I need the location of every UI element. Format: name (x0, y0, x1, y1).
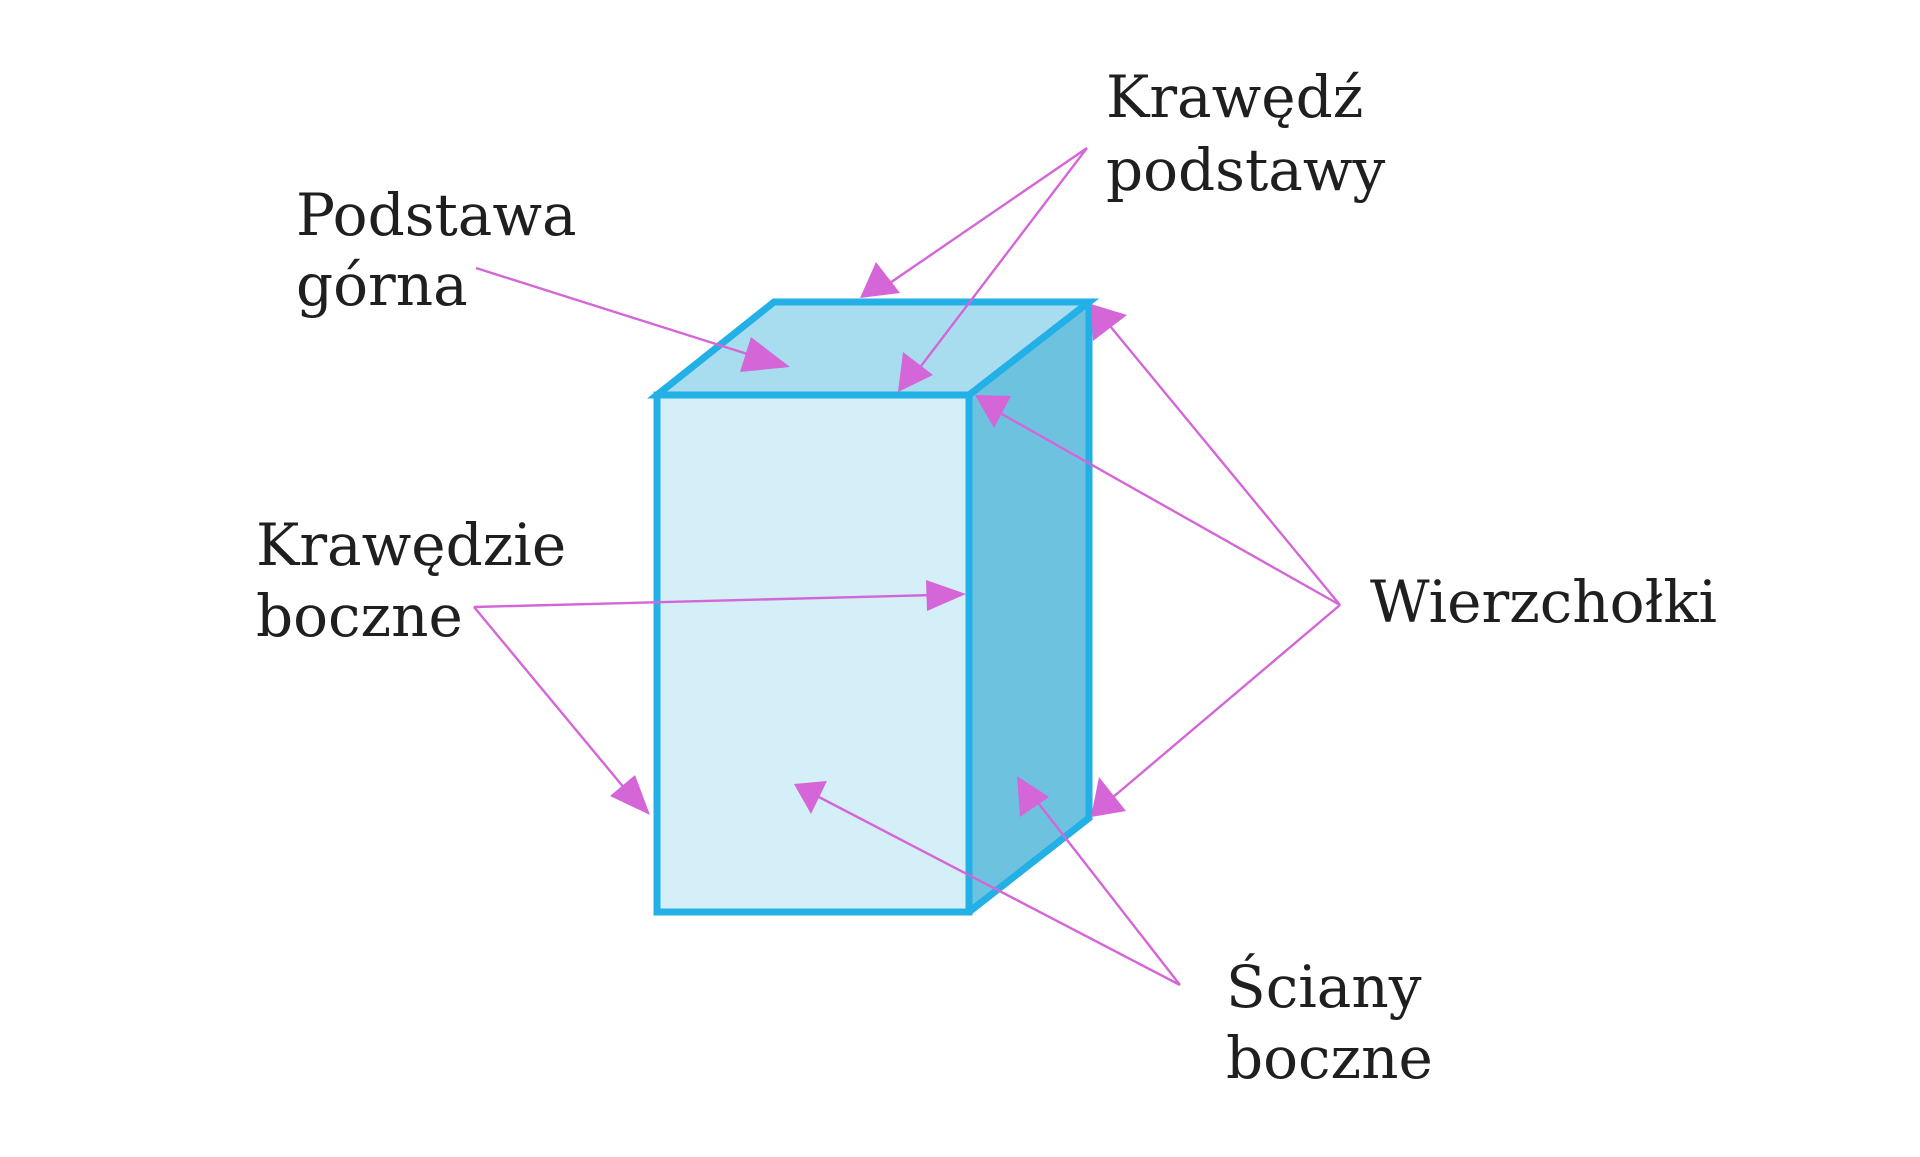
arrowhead-base-edge-front (898, 352, 933, 392)
arrowheads (610, 262, 1127, 817)
side-face-outline (966, 302, 1093, 915)
arrowhead-top-base (740, 337, 790, 372)
pointer-line-side-edge-left (473, 606, 631, 796)
labels: Podstawa górna Krawędź podstawy Krawędzi… (256, 63, 1717, 1092)
pointer-line-base-edge-back (886, 147, 1088, 286)
label-side-faces: Ściany boczne (1226, 953, 1440, 1092)
arrowhead-side-edge-left (610, 775, 650, 815)
label-top-base: Podstawa górna (296, 181, 595, 319)
pointer-line-base-edge-front (917, 147, 1088, 371)
rectangular-prism (646, 298, 1100, 916)
pointer-line-vertex-top-right (1109, 325, 1341, 606)
pointer-line-vertex-bottom-right (1111, 604, 1341, 799)
arrowhead-side-face-front (794, 781, 827, 814)
pointer-line-side-edge-middle (473, 593, 936, 609)
top-face (657, 302, 1089, 395)
arrowhead-base-edge-back (860, 262, 900, 298)
arrowhead-vertex-top-front (975, 395, 1011, 428)
arrowhead-side-face-right (1017, 776, 1049, 817)
pointers (473, 147, 1341, 987)
arrowhead-side-edge-middle (926, 580, 966, 611)
arrowhead-vertex-bottom-right (1091, 777, 1126, 817)
label-base-edge: Krawędź podstawy (1106, 63, 1385, 204)
pointer-line-top-base (475, 266, 761, 360)
arrowhead-vertex-top-right (1091, 304, 1127, 341)
pointer-line-side-face-right (1031, 794, 1181, 986)
pointer-line-side-face-front (816, 794, 1181, 987)
label-side-edges: Krawędzie boczne (256, 511, 585, 650)
label-vertices: Wierzchołki (1370, 568, 1717, 636)
front-face (657, 395, 969, 912)
pointer-line-vertex-top-front (999, 411, 1341, 607)
side-face-right (969, 302, 1089, 912)
